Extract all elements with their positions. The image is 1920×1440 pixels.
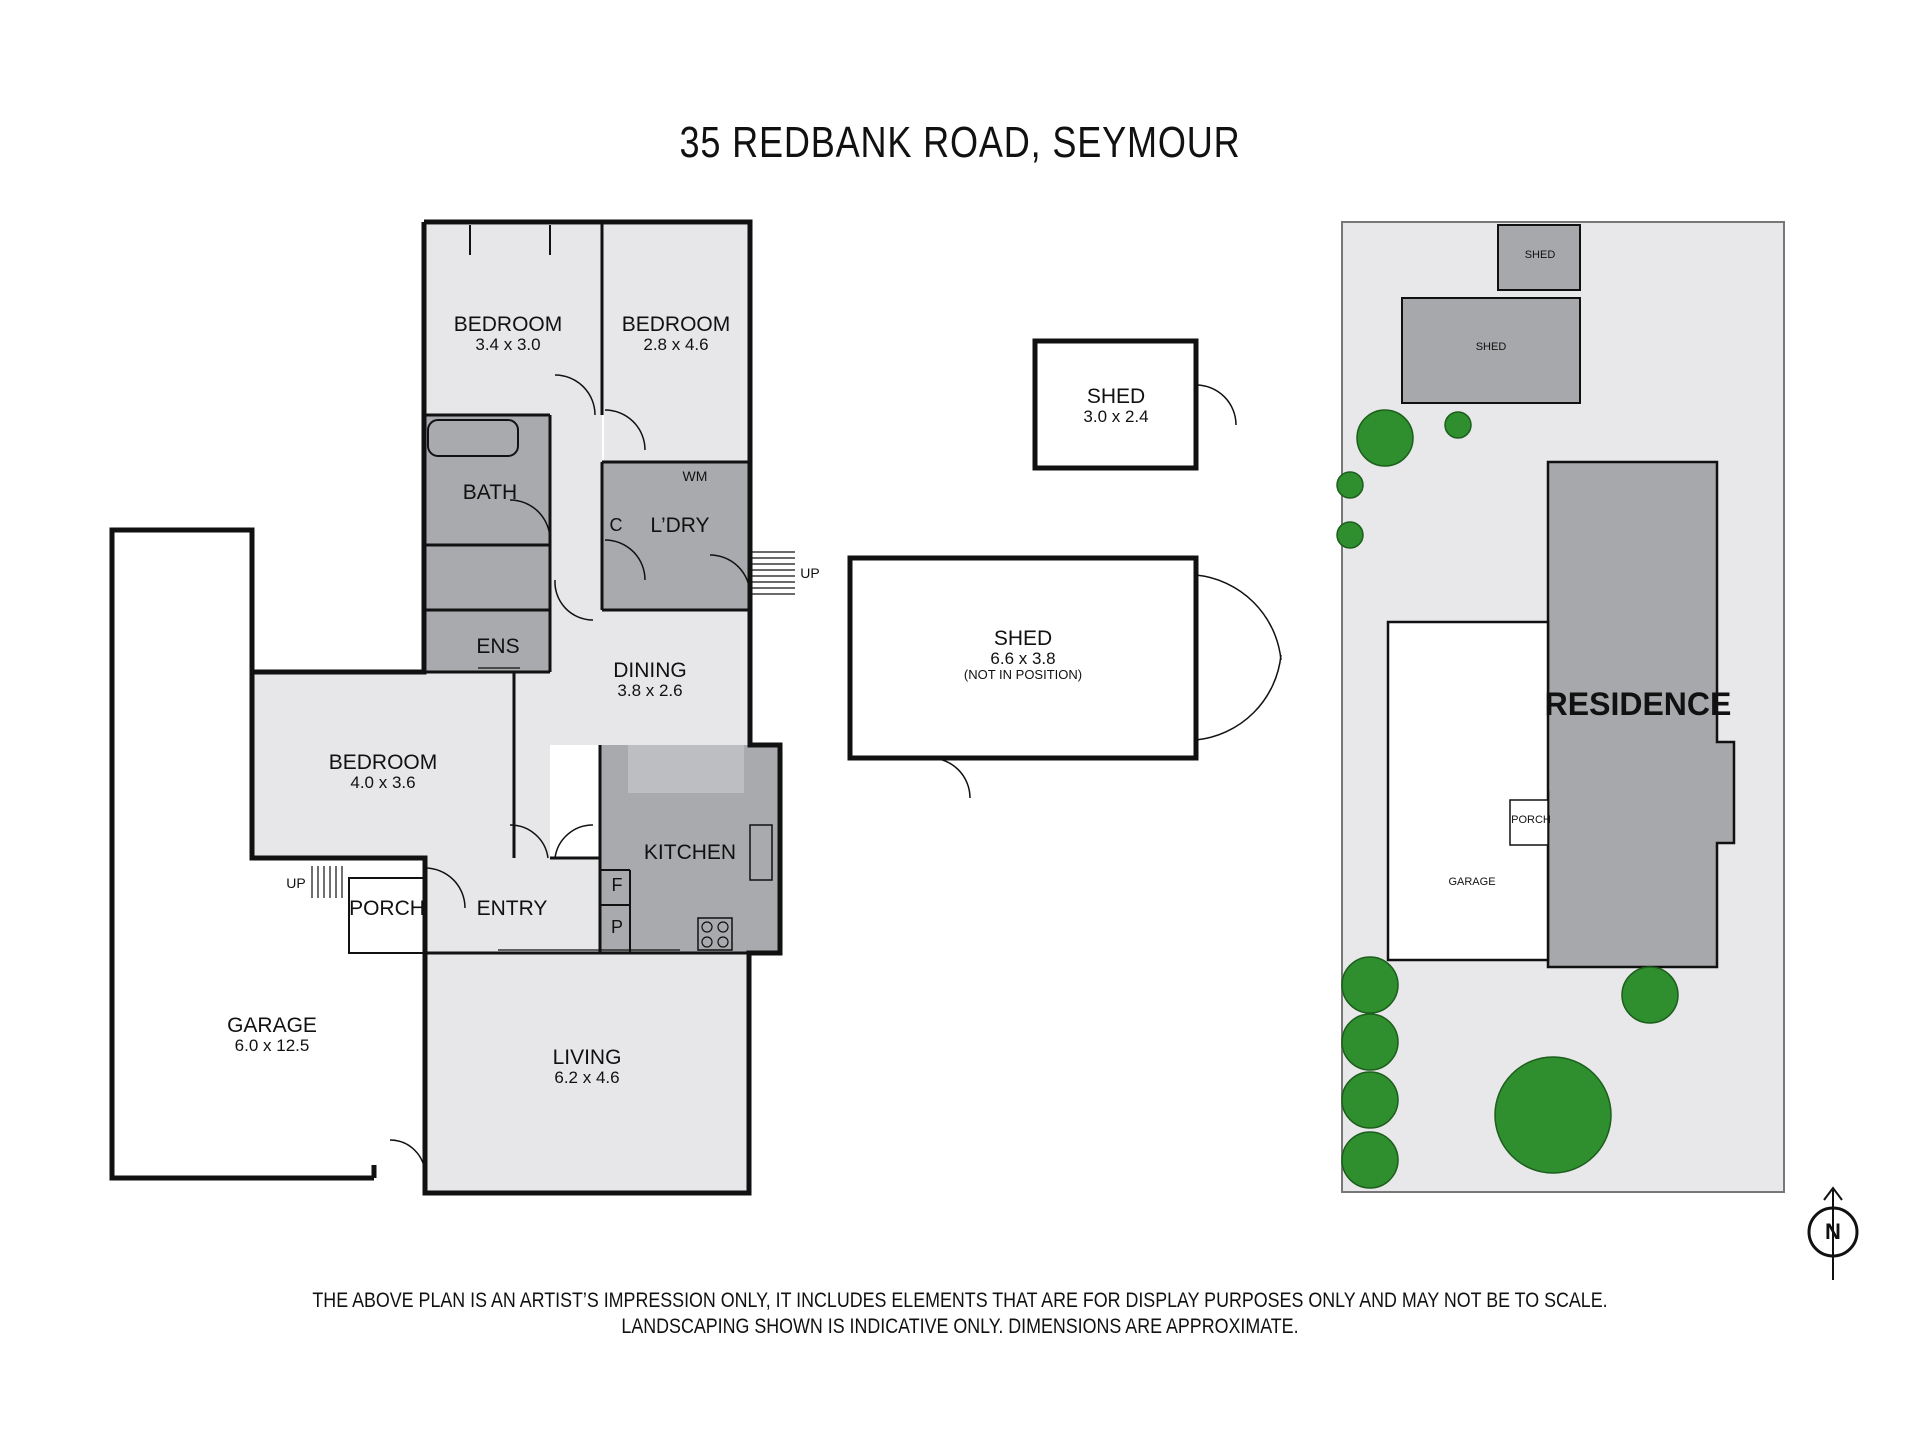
tree [1341, 1071, 1399, 1129]
sheds [847, 338, 1282, 799]
room-name: ENTRY [476, 897, 548, 920]
shrub [1336, 471, 1364, 499]
site-shed-1 [1497, 224, 1581, 291]
laundry-up-label: UP [800, 565, 820, 581]
garage-wall [109, 527, 374, 1181]
room-dims: 6.0 x 12.5 [234, 1036, 310, 1056]
room-name: KITCHEN [643, 841, 737, 864]
porch-up-label: UP [286, 875, 306, 891]
site-shed-1-label: SHED [1524, 249, 1556, 261]
living-floor [425, 953, 749, 1193]
kitchen-label: KITCHEN [643, 841, 737, 864]
room-name: LIVING [552, 1046, 622, 1069]
outer-wall [249, 219, 783, 1196]
room-dims: 3.0 x 2.4 [1083, 407, 1149, 427]
tree [1621, 966, 1679, 1024]
shed-note: (NOT IN POSITION) [963, 666, 1083, 682]
room-name: DINING [613, 659, 687, 682]
living-label: LIVING 6.2 x 4.6 [552, 1046, 622, 1088]
dining-label: DINING 3.8 x 2.6 [613, 659, 687, 701]
room-dims: 6.6 x 3.8 [990, 649, 1056, 669]
tree [1341, 1013, 1399, 1071]
site-garage-label: GARAGE [1448, 876, 1496, 888]
bedroom-2-floor [604, 225, 750, 465]
fridge-label: F [611, 875, 623, 895]
cupboard-label: C [609, 515, 623, 535]
disclaimer-line-2: LANDSCAPING SHOWN IS INDICATIVE ONLY. DI… [621, 1315, 1299, 1338]
entry-label: ENTRY [476, 897, 548, 920]
ensuite-label: ENS [476, 635, 520, 658]
room-dims: 4.0 x 3.6 [350, 773, 416, 793]
tree [1341, 956, 1399, 1014]
site-porch-label: PORCH [1511, 814, 1551, 826]
large-shed-label: SHED 6.6 x 3.8 (NOT IN POSITION) [963, 627, 1083, 682]
entry-floor [425, 858, 600, 953]
bedroom-2-label: BEDROOM 2.8 x 4.6 [621, 313, 731, 355]
room-dims: 2.8 x 4.6 [643, 335, 709, 355]
bedroom-1-label: BEDROOM 3.4 x 3.0 [453, 313, 563, 355]
tree [1341, 1131, 1399, 1189]
pantry-label: P [610, 917, 624, 937]
site-trees [1336, 409, 1679, 1189]
laundry-floor [602, 462, 750, 610]
corridor-floor [514, 672, 550, 858]
washing-machine-label: WM [682, 468, 708, 484]
room-name: BEDROOM [328, 751, 438, 774]
shrub [1444, 411, 1472, 439]
site-porch [1509, 799, 1549, 846]
site-shed-2 [1401, 297, 1581, 404]
toilet-floor [424, 545, 550, 610]
north-label: N [1825, 1219, 1841, 1244]
house-floor [252, 225, 780, 1193]
site-garage [1386, 620, 1550, 962]
bath-floor [424, 415, 550, 545]
bath-label: BATH [462, 481, 518, 504]
large-shed [847, 555, 1199, 761]
ensuite-floor [424, 610, 550, 672]
dining-floor [550, 610, 750, 745]
tree [1356, 409, 1414, 467]
garage-label: GARAGE 6.0 x 12.5 [227, 1014, 317, 1056]
bedroom-3-label: BEDROOM 4.0 x 3.6 [328, 751, 438, 793]
room-name: L’DRY [650, 514, 710, 537]
north-arrow-icon [1807, 1186, 1859, 1280]
room-dims: 3.4 x 3.0 [475, 335, 541, 355]
room-name: BEDROOM [453, 313, 563, 336]
small-shed-label: SHED 3.0 x 2.4 [1083, 385, 1149, 427]
tree [1494, 1056, 1612, 1174]
disclaimer: THE ABOVE PLAN IS AN ARTIST’S IMPRESSION… [144, 1288, 1776, 1340]
house-walls [109, 219, 795, 1196]
room-name: GARAGE [227, 1014, 317, 1037]
laundry-label: L’DRY [650, 514, 710, 537]
porch-box [348, 877, 426, 954]
room-name: PORCH [349, 897, 425, 920]
site-residence-label: RESIDENCE [1544, 686, 1732, 722]
kitchen-bench-top [628, 745, 744, 793]
room-name: SHED [993, 627, 1053, 650]
shrub [1336, 521, 1364, 549]
porch-label: PORCH [349, 897, 425, 920]
bedroom-3-floor [252, 672, 514, 858]
bedroom-1-floor [424, 225, 604, 415]
room-dims: 6.2 x 4.6 [554, 1068, 620, 1088]
page-title: 35 REDBANK ROAD, SEYMOUR [679, 118, 1241, 167]
disclaimer-line-1: THE ABOVE PLAN IS AN ARTIST’S IMPRESSION… [312, 1289, 1608, 1312]
small-shed [1032, 338, 1199, 471]
room-name: BEDROOM [621, 313, 731, 336]
site-shed-2-label: SHED [1475, 341, 1507, 353]
room-name: ENS [476, 635, 520, 658]
room-name: SHED [1086, 385, 1146, 408]
room-dims: 3.8 x 2.6 [617, 681, 683, 701]
site-plan [1336, 221, 1859, 1280]
room-name: BATH [462, 481, 518, 504]
